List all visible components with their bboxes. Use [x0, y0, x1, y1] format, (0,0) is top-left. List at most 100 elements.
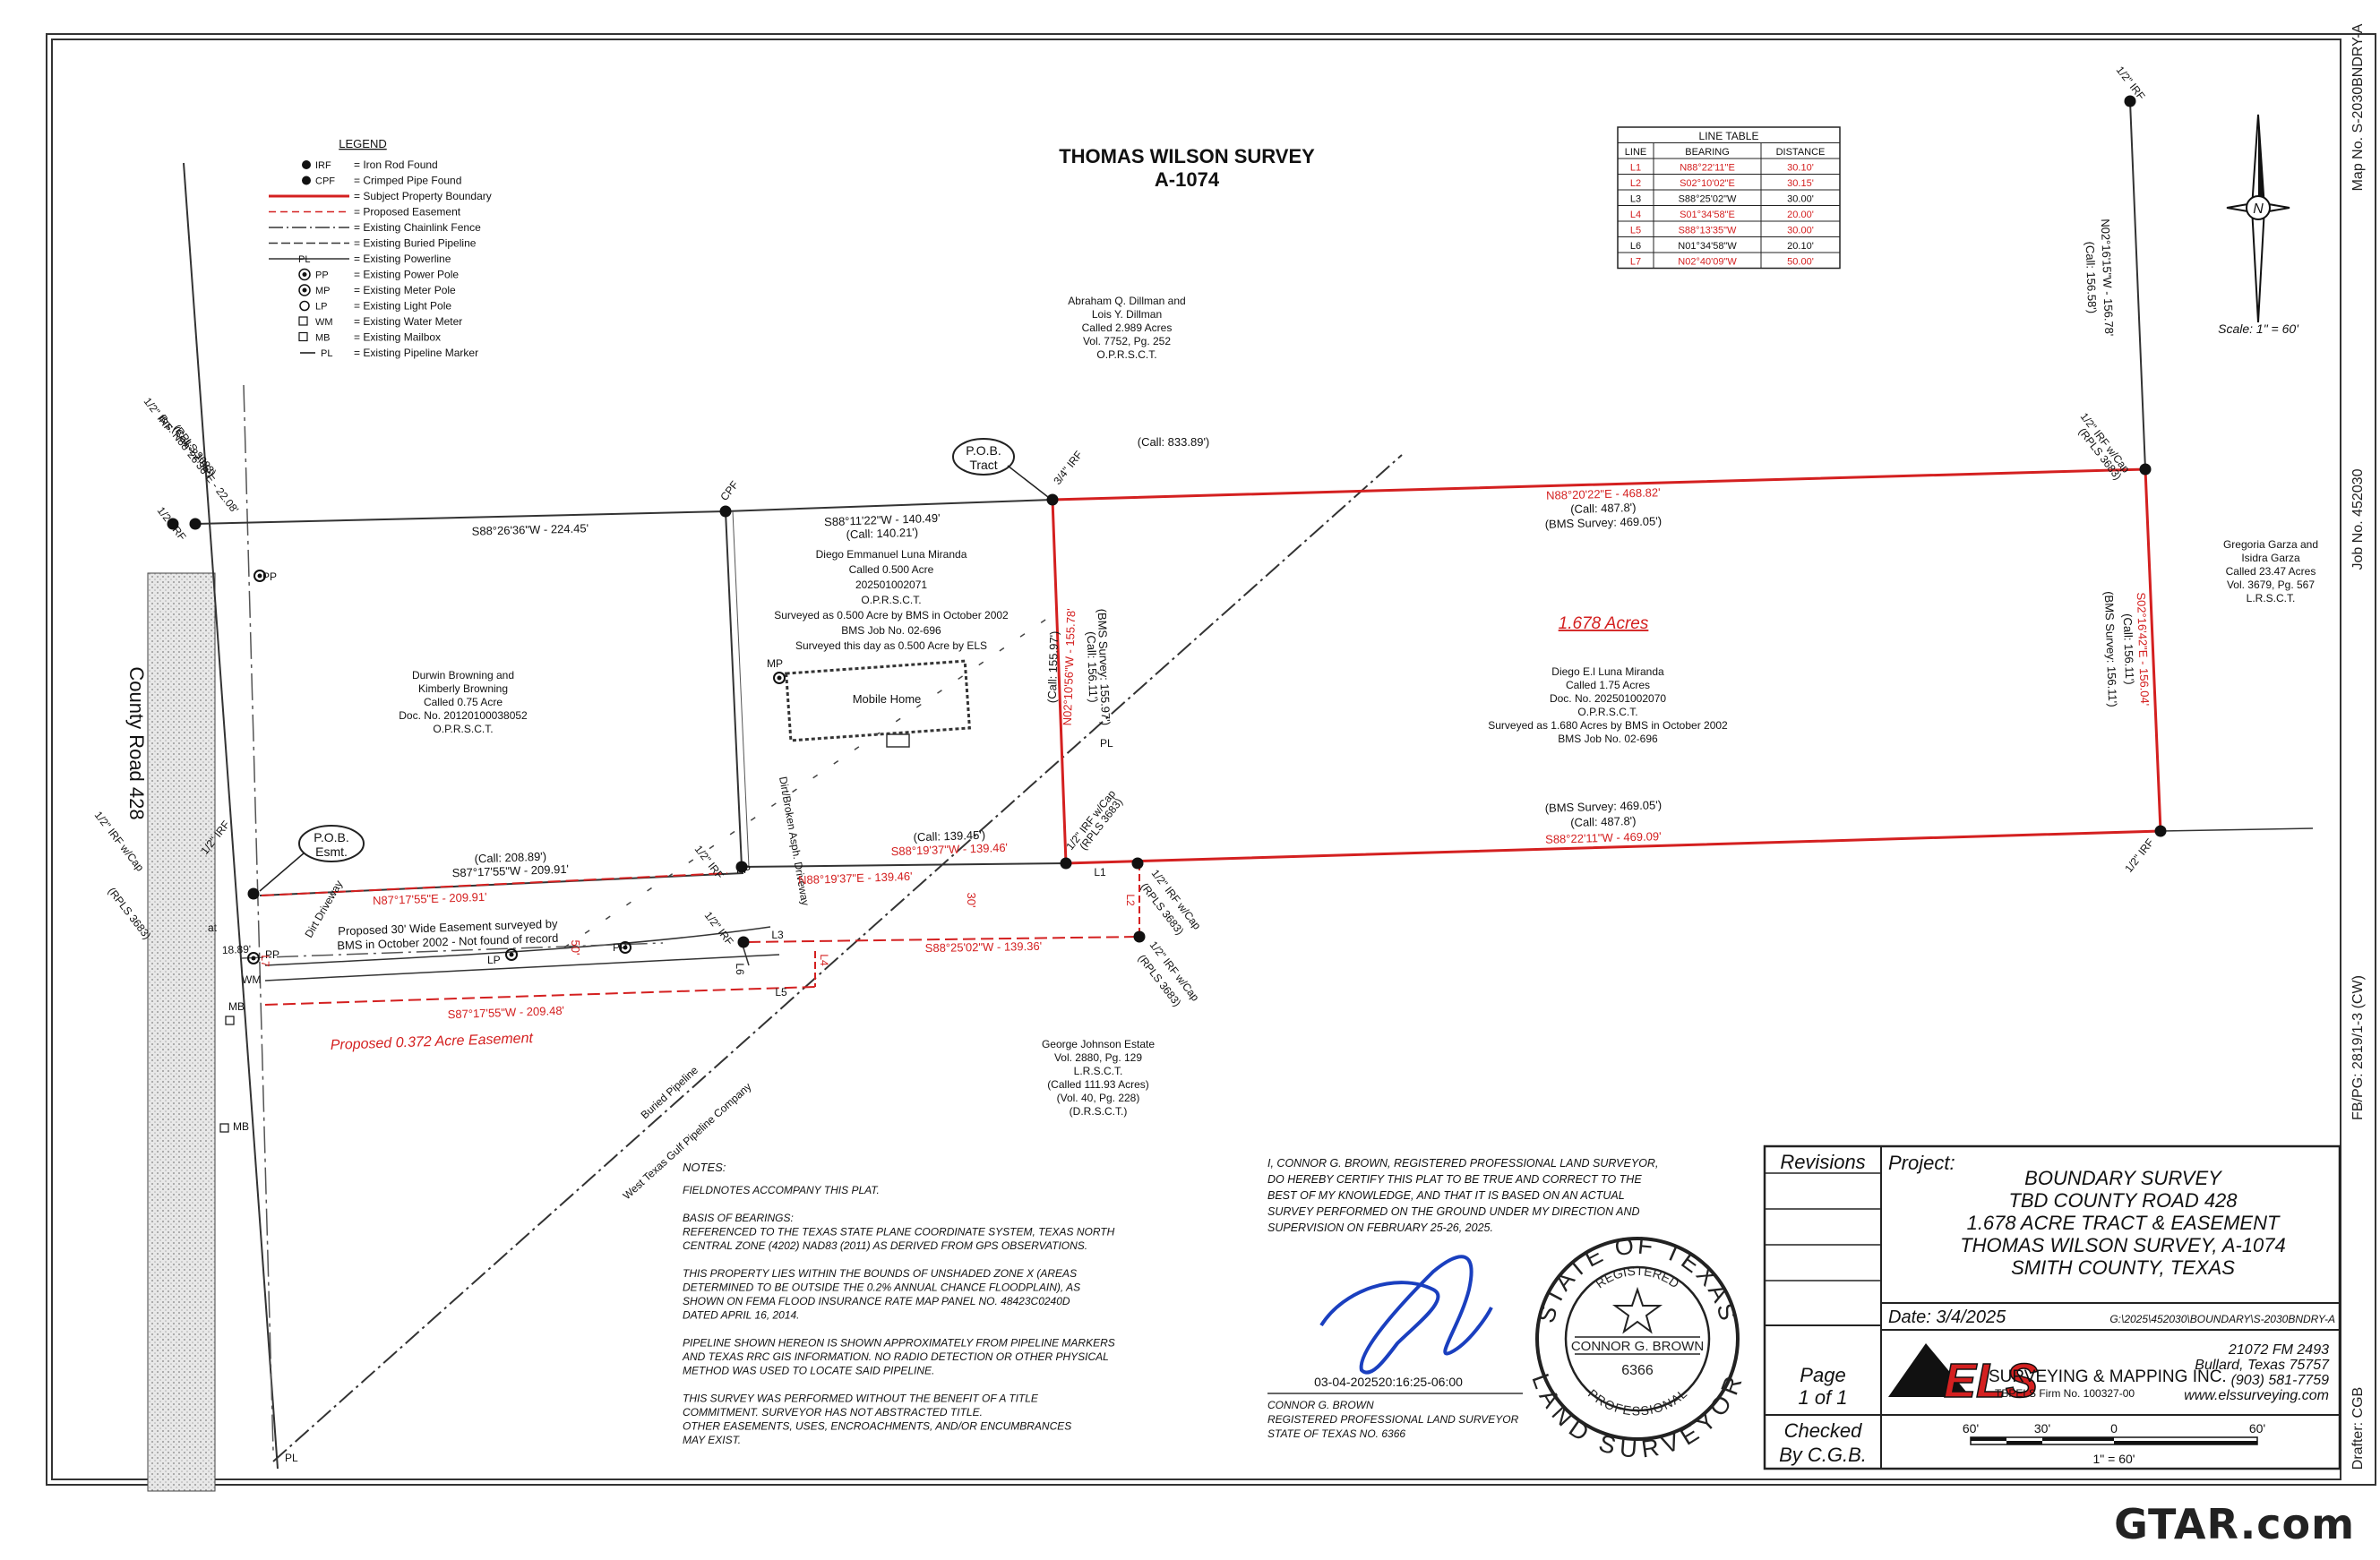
legend-symbol	[298, 268, 311, 281]
iron-rod-found	[1131, 857, 1144, 870]
parcel-garza-line: L.R.S.C.T.	[2247, 592, 2296, 604]
gtar-watermark: GTAR.com	[2114, 1500, 2355, 1548]
certification-line: SURVEY PERFORMED ON THE GROUND UNDER MY …	[1267, 1205, 1640, 1218]
bearing-label: S88°26'36"W - 224.45'	[471, 521, 589, 537]
notes-title: NOTES:	[683, 1161, 726, 1174]
notes-block: NOTES:FIELDNOTES ACCOMPANY THIS PLAT.BAS…	[682, 1161, 1115, 1446]
legend-code: WM	[315, 317, 333, 328]
monument-label: PL	[285, 1452, 298, 1464]
signer-line: REGISTERED PROFESSIONAL LAND SURVEYOR	[1267, 1413, 1519, 1426]
legend: LEGEND = Iron Rod Found= Crimped Pipe Fo…	[269, 137, 492, 359]
tract-acreage: 1.678 Acres	[1559, 614, 1649, 633]
logo-mountain	[1888, 1343, 1971, 1397]
parcel-diego_main-line: Diego E.l Luna Miranda	[1551, 665, 1664, 678]
legend-dot	[302, 272, 307, 277]
legend-item: = Subject Property Boundary	[354, 190, 492, 202]
iron-rod-found	[1046, 493, 1059, 506]
legend-symbol	[298, 316, 308, 326]
buried-pipeline	[272, 454, 1403, 1462]
bearing-label: (Call: 208.89')	[474, 850, 546, 866]
monument-label: PL	[1100, 737, 1113, 750]
legend-box	[298, 316, 308, 326]
parcel-garza-line: Isidra Garza	[2241, 552, 2300, 564]
parcel-diego_half-line: O.P.R.S.C.T.	[861, 594, 921, 606]
parcel-johnson-line: Vol. 2880, Pg. 129	[1054, 1051, 1142, 1064]
line-table-cell: L5	[1630, 226, 1641, 236]
power-pole	[253, 570, 266, 582]
parcel-garza-line: Gregoria Garza and	[2223, 538, 2318, 551]
line-callout: L6	[734, 963, 746, 975]
legend-ring	[298, 268, 311, 281]
signer-line: CONNOR G. BROWN	[1267, 1399, 1374, 1411]
project-line: BOUNDARY SURVEY	[2024, 1167, 2222, 1189]
revisions-label: Revisions	[1780, 1151, 1865, 1173]
bearing-label: 30'	[965, 893, 978, 908]
bearing-label: N02°10'56"W - 155.78'	[1061, 608, 1078, 726]
line-table-cell: 30.00'	[1787, 194, 1814, 205]
legend-code: PP	[315, 270, 329, 281]
parcel-diego_half-line: Diego Emmanuel Luna Miranda	[816, 548, 967, 561]
pob-tract-line1: P.O.B.	[966, 443, 1001, 458]
line-callout: L4	[818, 954, 830, 966]
notes-line: MAY EXIST.	[683, 1434, 741, 1446]
bearing-label: S02°16'42"E - 156.04'	[2135, 592, 2152, 706]
legend-title: LEGEND	[339, 137, 386, 150]
certification-line: BEST OF MY KNOWLEDGE, AND THAT IT IS BAS…	[1267, 1189, 1625, 1202]
line-table-cell: N88°22'11"E	[1680, 163, 1735, 174]
line-callout: L3	[771, 929, 784, 941]
scalebar-seg1	[1971, 1437, 2006, 1441]
scalebar-label-30: 30'	[2034, 1421, 2050, 1436]
drafter: Drafter: CGB	[2350, 1387, 2366, 1470]
iron-rod-found	[719, 505, 732, 518]
legend-item: = Existing Mailbox	[354, 331, 441, 344]
signature-timestamp: 03-04-202520:16:25-06:00	[1314, 1375, 1463, 1389]
seal-outer-ring	[1535, 1237, 1740, 1441]
easement-south-line	[264, 986, 816, 1006]
pob-tract-bubble	[952, 438, 1015, 476]
scale-bar: 60' 30' 0 60' 1" = 60'	[1963, 1421, 2265, 1466]
power-pole	[247, 952, 260, 964]
notes-line: OTHER EASEMENTS, USES, ENCROACHMENTS, AN…	[683, 1420, 1071, 1433]
east-line-north-extension	[2129, 100, 2146, 470]
parcel-johnson-line: L.R.S.C.T.	[1074, 1065, 1123, 1077]
pob-tract-line2: Tract	[969, 458, 997, 472]
monument-label: PP	[613, 941, 627, 954]
legend-code: IRF	[315, 160, 331, 171]
page-count: 1 of 1	[1798, 1386, 1847, 1409]
els-logo: ELS	[1888, 1343, 2039, 1409]
parcel-diego_main-line: Called 1.75 Acres	[1566, 679, 1650, 691]
bearing-label: N88°19'37"E - 139.46'	[798, 870, 913, 887]
iron-rod-found	[2139, 463, 2152, 476]
mobile-home-steps	[886, 733, 910, 748]
easement-acreage: Proposed 0.372 Acre Easement	[331, 1031, 534, 1053]
legend-item: = Existing Pipeline Marker	[354, 347, 478, 359]
monument-label: PP	[262, 570, 277, 583]
north-arrow-fill	[2258, 115, 2264, 208]
notes-line: DETERMINED TO BE OUTSIDE THE 0.2% ANNUAL…	[683, 1281, 1080, 1294]
parcel-johnson-line: (Called 111.93 Acres)	[1047, 1078, 1149, 1091]
monument-label: 3/4" IRF	[1051, 449, 1085, 487]
line-table-cell: 30.00'	[1787, 226, 1814, 236]
meter-pole	[773, 672, 786, 684]
line-table-title: LINE TABLE	[1699, 130, 1759, 142]
browning-north-line	[194, 510, 726, 525]
survey-title: THOMAS WILSON SURVEY	[1059, 145, 1315, 167]
chainlink-fence-west	[732, 510, 750, 868]
notes-line: REFERENCED TO THE TEXAS STATE PLANE COOR…	[683, 1226, 1115, 1239]
parcel-garza-line: Vol. 3679, Pg. 567	[2227, 579, 2315, 591]
seal-professional: PROFESSIONAL	[1585, 1386, 1689, 1419]
legend-items: = Iron Rod Found= Crimped Pipe Found= Su…	[269, 159, 492, 359]
certification-line: I, CONNOR G. BROWN, REGISTERED PROFESSIO…	[1267, 1157, 1658, 1170]
address-line: Bullard, Texas 75757	[2195, 1358, 2330, 1373]
surveyor-seal: STATE OF TEXAS LAND SURVEYOR REGISTERED …	[1526, 1231, 1745, 1462]
line-table-cell: S88°13'35"W	[1679, 226, 1737, 236]
certification-line: SUPERVISION ON FEBRUARY 25-26, 2025.	[1267, 1221, 1493, 1234]
parcel-browning-line: Durwin Browning and	[412, 669, 514, 681]
line-table-header: LINE	[1625, 147, 1646, 158]
bearing-label: S88°25'02"W - 139.36'	[925, 939, 1043, 955]
bearing-label: S88°22'11"W - 469.09'	[1545, 829, 1662, 846]
monument-label: LP	[487, 954, 501, 966]
